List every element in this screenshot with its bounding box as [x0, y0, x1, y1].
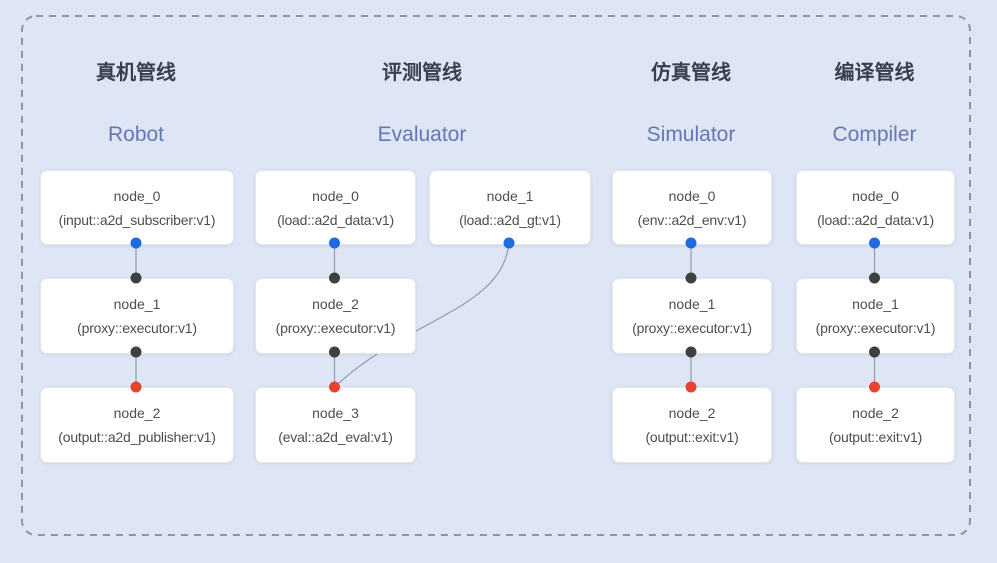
node-param: (proxy::executor:v1): [815, 320, 936, 336]
node-compiler-node2: node_2 (output::exit:v1): [796, 387, 955, 463]
node-simulator-node2: node_2 (output::exit:v1): [612, 387, 772, 463]
node-param: (proxy::executor:v1): [275, 320, 396, 336]
node-compiler-node1: node_1 (proxy::executor:v1): [796, 278, 955, 354]
node-robot-node1: node_1 (proxy::executor:v1): [40, 278, 234, 354]
node-robot-node0: node_0 (input::a2d_subscriber:v1): [40, 170, 234, 245]
node-name: node_2: [852, 405, 899, 421]
node-evaluator-node2: node_2 (proxy::executor:v1): [255, 278, 416, 354]
node-name: node_1: [486, 187, 534, 204]
pipeline-title-cn-evaluator: 评测管线: [382, 62, 462, 84]
node-name: node_0: [668, 187, 716, 204]
node-param: (output::exit:v1): [645, 429, 739, 445]
node-name: node_0: [852, 187, 899, 204]
node-name: node_2: [668, 405, 716, 421]
pipeline-title-en-compiler: Compiler: [832, 123, 917, 146]
node-simulator-node0: node_0 (env::a2d_env:v1): [612, 170, 772, 245]
node-name: node_2: [312, 296, 359, 312]
node-compiler-node0: node_0 (load::a2d_data:v1): [796, 170, 955, 245]
node-param: (output::a2d_publisher:v1): [58, 429, 216, 445]
node-name: node_0: [312, 187, 359, 204]
pipeline-title-en-robot: Robot: [107, 123, 165, 146]
node-param: (load::a2d_data:v1): [817, 211, 934, 228]
node-evaluator-node3: node_3 (eval::a2d_eval:v1): [255, 387, 416, 463]
node-name: node_1: [113, 296, 161, 312]
node-param: (load::a2d_gt:v1): [459, 211, 561, 228]
node-simulator-node1: node_1 (proxy::executor:v1): [612, 278, 772, 354]
node-robot-node2: node_2 (output::a2d_publisher:v1): [40, 387, 234, 463]
node-param: (input::a2d_subscriber:v1): [58, 211, 216, 228]
pipeline-title-cn-simulator: 仿真管线: [651, 62, 731, 84]
node-name: node_0: [113, 187, 161, 204]
node-param: (output::exit:v1): [828, 429, 923, 445]
node-evaluator-node1: node_1 (load::a2d_gt:v1): [429, 170, 591, 245]
node-param: (proxy::executor:v1): [77, 320, 197, 336]
node-evaluator-node0: node_0 (load::a2d_data:v1): [255, 170, 416, 245]
node-param: (eval::a2d_eval:v1): [278, 429, 393, 445]
node-name: node_1: [668, 296, 716, 312]
node-param: (env::a2d_env:v1): [637, 211, 747, 228]
node-name: node_2: [113, 405, 161, 421]
node-name: node_1: [852, 296, 899, 312]
node-param: (proxy::executor:v1): [632, 320, 752, 336]
edge-evaluator-n1-n3: [334, 242, 510, 388]
pipeline-title-en-evaluator: Evaluator: [377, 123, 467, 146]
pipeline-title-en-simulator: Simulator: [646, 123, 736, 146]
dashed-border: [21, 15, 971, 536]
pipeline-title-cn-robot: 真机管线: [96, 62, 176, 84]
pipeline-title-cn-compiler: 编译管线: [834, 62, 915, 84]
node-param: (load::a2d_data:v1): [277, 211, 394, 228]
node-name: node_3: [312, 405, 359, 421]
